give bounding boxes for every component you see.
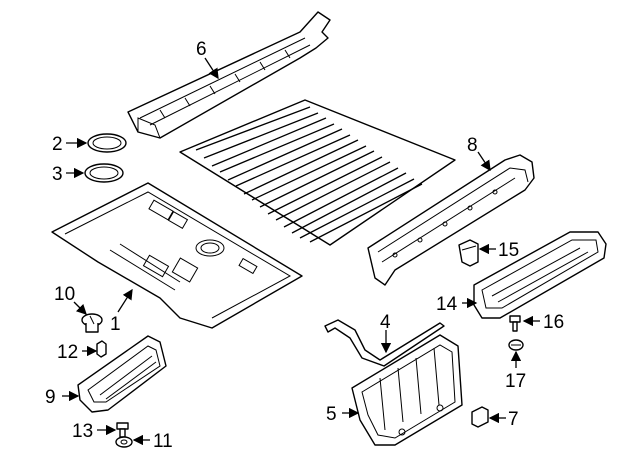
callout-13: 13 — [72, 421, 93, 442]
cargo-floor-pan — [179, 99, 456, 246]
part-9-storage-tray[interactable] — [77, 335, 167, 413]
callout-5: 5 — [326, 404, 337, 425]
part-12-pin[interactable] — [96, 340, 107, 358]
leader-lines — [62, 57, 540, 446]
callout-6: 6 — [196, 39, 207, 60]
part-3-plug[interactable] — [84, 163, 124, 183]
callout-1: 1 — [110, 314, 121, 335]
callout-16: 16 — [543, 312, 564, 333]
callout-7: 7 — [508, 409, 519, 430]
part-16-bolt[interactable] — [509, 315, 521, 332]
callout-15: 15 — [498, 240, 519, 261]
callout-12: 12 — [57, 342, 78, 363]
part-8-side-sill[interactable] — [367, 154, 535, 286]
part-7-clip[interactable] — [471, 406, 489, 428]
part-17-clip[interactable] — [508, 339, 524, 351]
callout-8: 8 — [467, 135, 478, 156]
part-13-bolt[interactable] — [116, 422, 129, 438]
part-15-bracket[interactable] — [458, 239, 479, 267]
callout-9: 9 — [45, 387, 56, 408]
part-1-floor-pan[interactable] — [51, 182, 303, 329]
callout-11: 11 — [153, 431, 173, 452]
part-5-rear-floor[interactable] — [351, 334, 463, 446]
callout-10: 10 — [54, 284, 75, 305]
part-4-wheelhouse-trim[interactable] — [324, 319, 445, 367]
part-14-side-bin[interactable] — [473, 231, 607, 319]
part-10-push-pin[interactable] — [81, 313, 103, 333]
callout-2: 2 — [52, 134, 63, 155]
callout-labels: 6 2 3 8 15 14 16 17 4 5 7 1 10 12 9 13 1… — [45, 39, 564, 452]
part-2-plug[interactable] — [87, 133, 127, 153]
part-11-nut[interactable] — [115, 436, 133, 448]
callout-4: 4 — [380, 312, 391, 333]
callout-17: 17 — [505, 371, 526, 392]
part-6-front-sill[interactable] — [127, 11, 331, 139]
callout-14: 14 — [436, 294, 458, 315]
callout-3: 3 — [52, 164, 63, 185]
